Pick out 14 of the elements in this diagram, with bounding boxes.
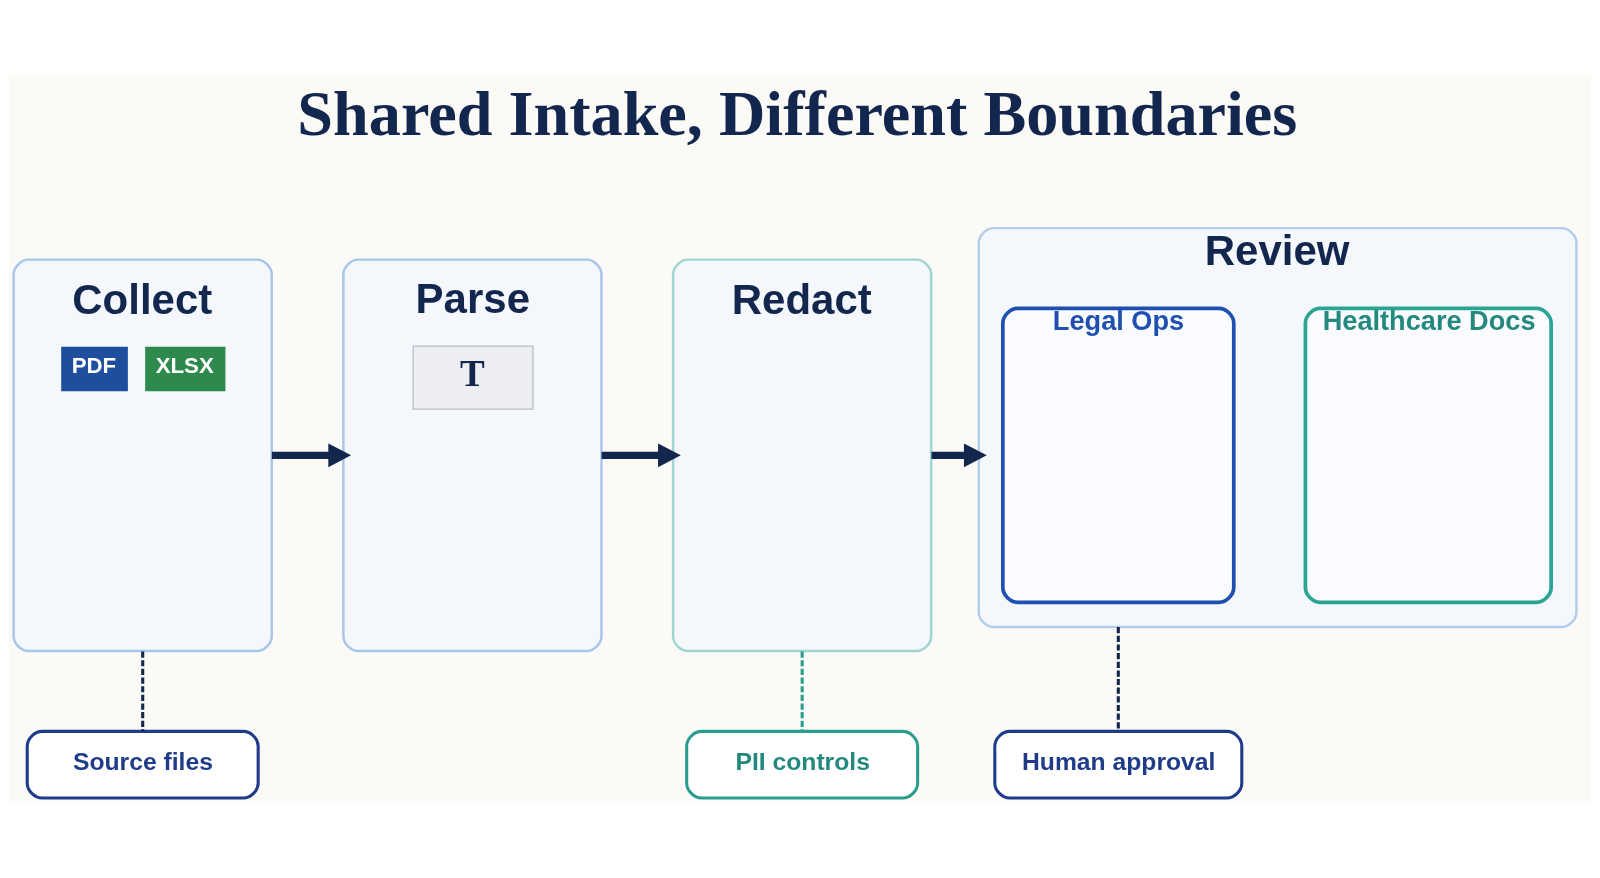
arrow: [601, 443, 681, 468]
node-box: Collect PDF XLSX: [12, 258, 273, 653]
node-box: PII controls: [685, 729, 920, 800]
arrow: [271, 443, 352, 468]
arrow: [931, 443, 987, 468]
node-box: Redact: [671, 258, 933, 653]
node-box: Source files: [25, 729, 260, 800]
connector: [800, 651, 804, 732]
node-box: Parse T: [342, 258, 603, 653]
node-box: Human approval: [993, 729, 1244, 800]
connector: [141, 651, 145, 732]
diagram-title: Shared Intake, Different Boundaries: [297, 78, 1298, 150]
node-box: Healthcare Docs: [1303, 306, 1553, 605]
node-box: Legal Ops: [1001, 306, 1236, 605]
